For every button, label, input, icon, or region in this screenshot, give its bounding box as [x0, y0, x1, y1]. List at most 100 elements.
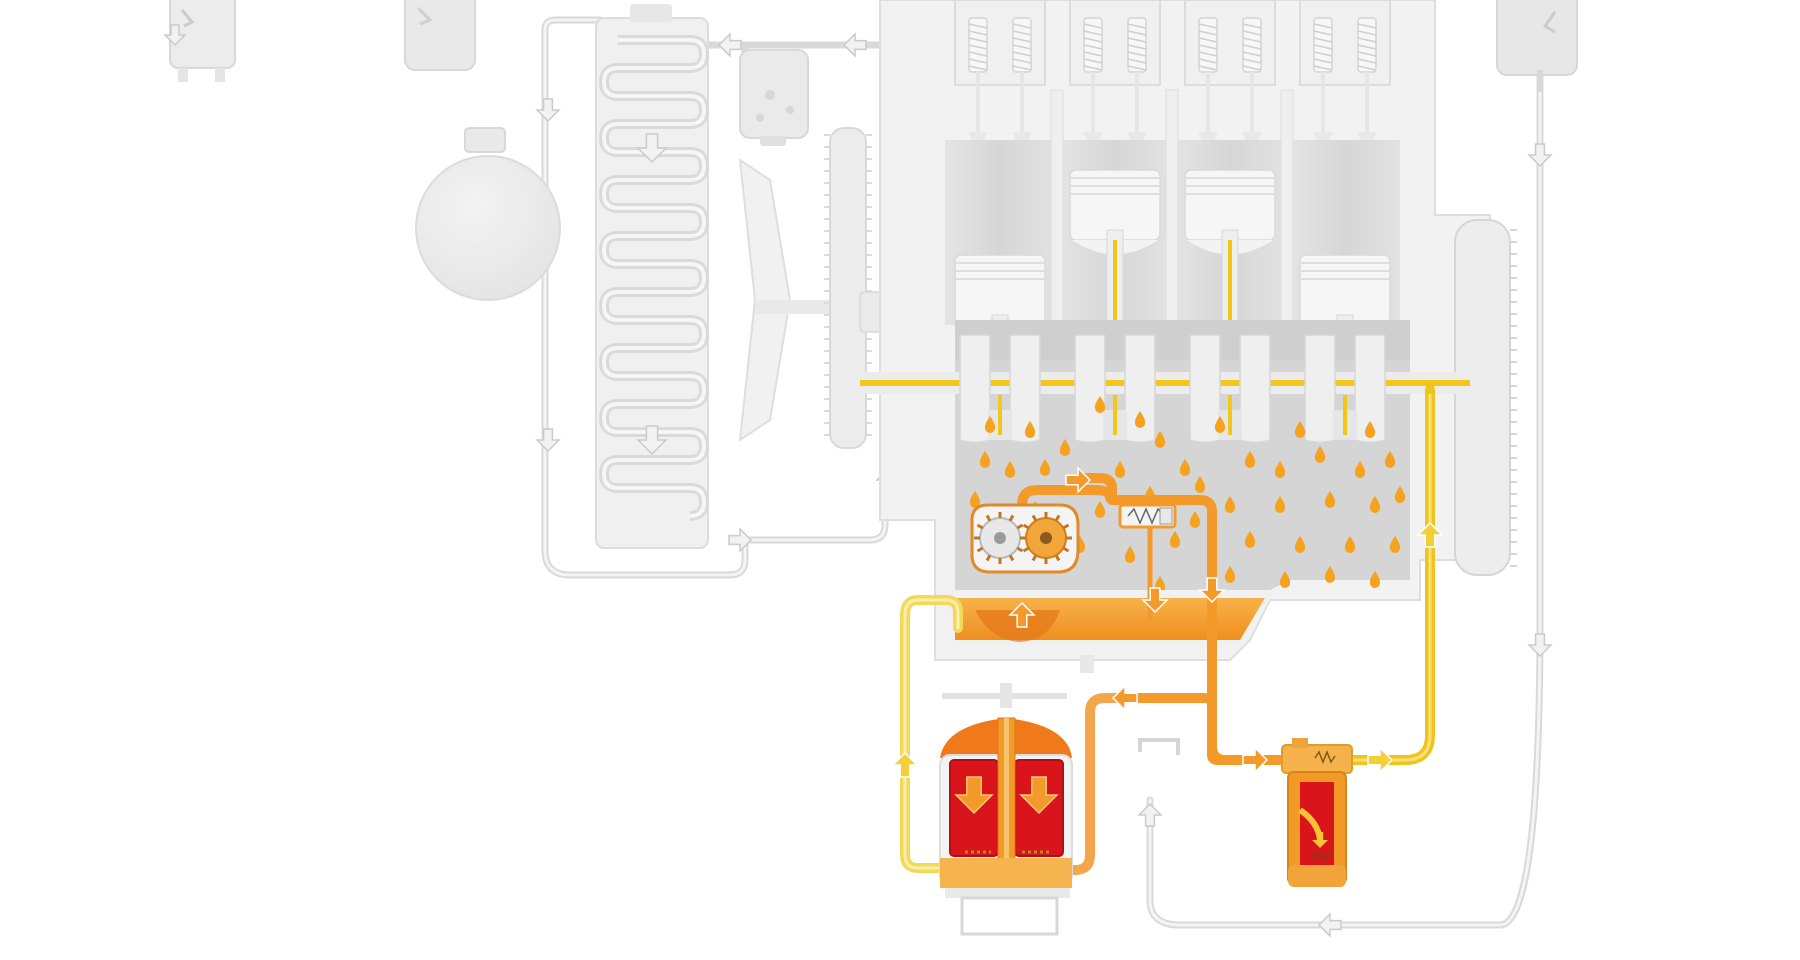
oil-droplet: [1094, 396, 1106, 413]
coolant-arrow: [163, 24, 187, 47]
oil-droplet: [1274, 461, 1286, 478]
oil-pump: [970, 503, 1080, 574]
filter-flow-arrow: [1019, 776, 1059, 815]
valve-head: [1313, 132, 1333, 140]
cylinder-4: [1290, 0, 1400, 391]
oil-arrow: [1367, 746, 1394, 774]
oil-droplet: [1244, 451, 1256, 468]
cylinder-wall: [1280, 89, 1294, 331]
coolant-arrow: [728, 527, 753, 553]
cylinders: [945, 0, 1400, 391]
valve-stem: [1206, 72, 1210, 132]
coolant-arrow: [1137, 802, 1163, 827]
cylinder-3: [1175, 0, 1285, 391]
oil-droplet: [1324, 566, 1336, 583]
crank-web: [1304, 334, 1336, 444]
valve-stem: [1020, 72, 1024, 132]
oil-droplet: [1294, 421, 1306, 438]
oil-droplet: [1224, 566, 1236, 583]
expansion-tank: [415, 127, 561, 301]
crank-web: [1354, 334, 1386, 444]
oil-droplet: [1194, 476, 1206, 493]
oil-droplet: [1179, 459, 1191, 476]
coolant-arrow: [1527, 143, 1553, 168]
valve-head: [1357, 132, 1377, 140]
coolant-lines-inner: [543, 8, 1542, 927]
oil-droplet: [1279, 571, 1291, 588]
cylinder-wall: [1050, 89, 1064, 331]
oil-droplet: [1394, 486, 1406, 503]
cylinder-wall: [1165, 89, 1179, 331]
oil-droplet: [1024, 421, 1036, 438]
coolant-arrow: [535, 428, 561, 453]
valve-head: [1198, 132, 1218, 140]
oil-droplet: [1004, 461, 1016, 478]
oil-droplet: [1384, 451, 1396, 468]
oil-droplet: [969, 491, 981, 508]
coolant-arrow: [535, 98, 561, 123]
valve-stem: [1321, 72, 1325, 132]
crank-web: [959, 334, 991, 444]
valve-head: [1012, 132, 1032, 140]
oil-droplet: [1354, 461, 1366, 478]
oil-droplet: [1189, 511, 1201, 528]
oil-droplet: [1214, 416, 1226, 433]
oil-droplet: [979, 451, 991, 468]
oil-arrow: [1242, 746, 1269, 774]
oil-droplet: [1369, 571, 1381, 588]
coolant-arrow: [717, 32, 742, 58]
valve-stem: [1250, 72, 1254, 132]
oil-arrow: [1065, 466, 1092, 494]
oil-flow-arrows: [891, 466, 1444, 848]
valve-stem: [1135, 72, 1139, 132]
oil-droplet: [1169, 531, 1181, 548]
oil-sump: [935, 590, 1275, 673]
filter-flow-arrow: [954, 776, 994, 815]
oil-droplet: [1224, 496, 1236, 513]
top-coolant-reservoir: [404, 0, 476, 71]
oil-arrow: [1198, 577, 1226, 604]
oil-droplet: [1094, 501, 1106, 518]
radiator: [595, 4, 709, 549]
coolant-arrow: [842, 32, 867, 58]
crank-web: [1009, 334, 1041, 444]
coolant-arrow: [636, 133, 668, 164]
oil-filter: [939, 683, 1073, 936]
valve-head: [1127, 132, 1147, 140]
oil-droplet: [1324, 491, 1336, 508]
oil-droplet: [1244, 531, 1256, 548]
engine-block: [860, 0, 1517, 661]
oil-droplet: [1134, 411, 1146, 428]
valve-head: [1242, 132, 1262, 140]
valve-stem: [1365, 72, 1369, 132]
oil-droplet: [1344, 536, 1356, 553]
oil-droplet: [1124, 546, 1136, 563]
crank-web: [1189, 334, 1221, 444]
valve-head: [1083, 132, 1103, 140]
oil-droplet: [984, 416, 996, 433]
oil-droplet: [1114, 461, 1126, 478]
rod-oil-channel: [1228, 240, 1232, 380]
oil-droplet: [1059, 439, 1071, 456]
flywheel: [1454, 219, 1517, 576]
oil-droplet: [1314, 446, 1326, 463]
crank-web: [1239, 334, 1271, 444]
cooler-flow-arrow: [1312, 832, 1328, 848]
oil-arrow: [1111, 684, 1138, 712]
crankshaft: [860, 334, 1470, 444]
oil-droplet: [1364, 421, 1376, 438]
valve-head: [968, 132, 988, 140]
crank-web: [1124, 334, 1156, 444]
rod-oil-channel: [1113, 240, 1117, 380]
top-right-component: [1496, 0, 1578, 92]
oil-droplet: [1389, 536, 1401, 553]
crank-web: [1074, 334, 1106, 444]
valve-stem: [1091, 72, 1095, 132]
thermostat: [739, 49, 809, 146]
pressure-relief-valve: [1118, 503, 1177, 529]
coolant-connector: [1138, 738, 1180, 755]
oil-arrow: [1008, 601, 1036, 628]
oil-cooler: [1281, 738, 1353, 887]
oil-arrow: [891, 751, 919, 778]
